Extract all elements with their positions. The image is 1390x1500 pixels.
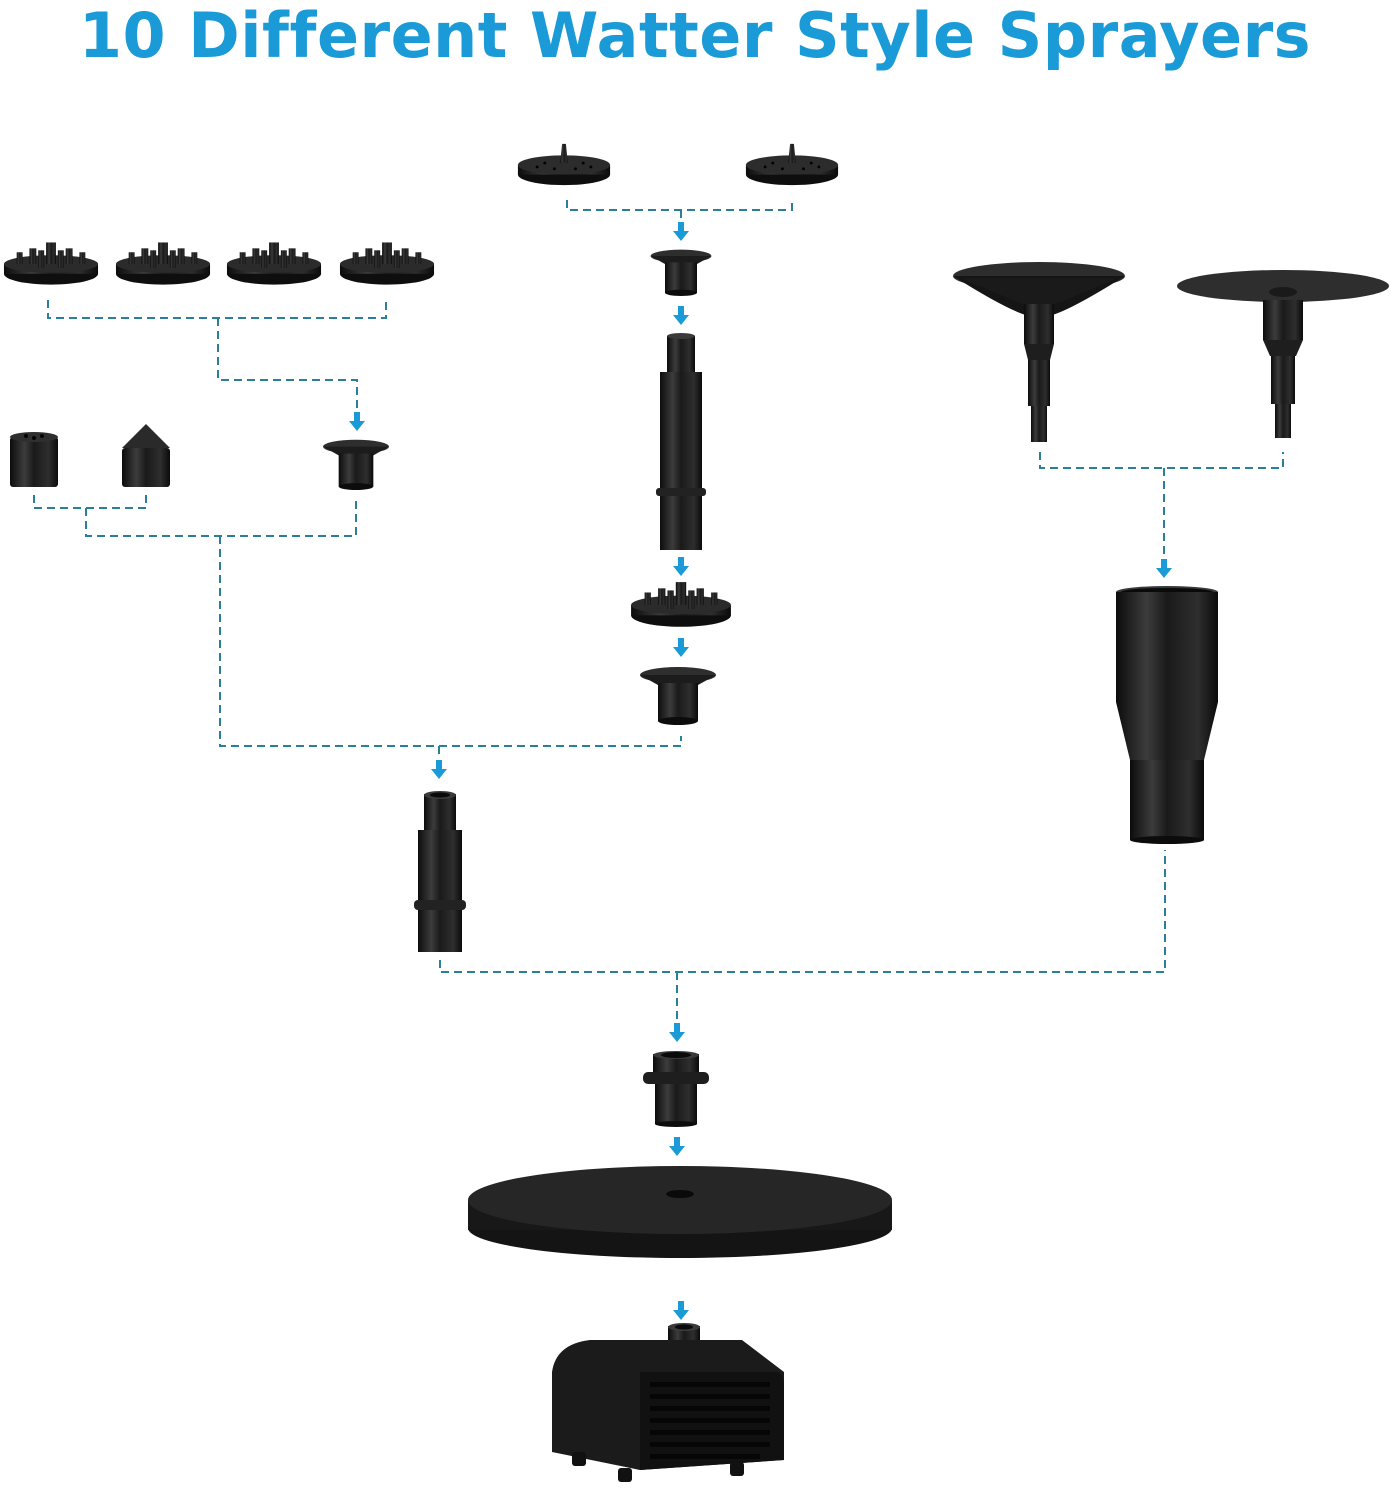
arrow-down-icon	[673, 1301, 689, 1320]
arrow-down-icon	[673, 557, 689, 576]
multi-jet-nozzle-group	[3, 242, 435, 285]
arrow-down-icon	[1156, 559, 1172, 578]
spike-nozzle-2	[745, 143, 839, 186]
connector-line	[566, 200, 793, 222]
flared-adapter-center-top	[650, 249, 712, 296]
wide-extension-tube	[1116, 586, 1218, 844]
arrow-down-icon	[431, 760, 447, 779]
spike-nozzle-1	[517, 143, 611, 186]
flat-bell-nozzle	[1177, 270, 1389, 438]
arrow-down-icon	[673, 638, 689, 657]
dish-bell-nozzle	[953, 262, 1125, 442]
connector-line	[1039, 452, 1284, 560]
flared-adapter-center-bottom	[640, 667, 716, 725]
arrow-down-icon	[349, 412, 365, 431]
multi-jet-nozzle-center	[631, 582, 731, 627]
connector-line	[219, 536, 682, 758]
arrow-down-icon	[669, 1137, 685, 1156]
cone-nozzle	[122, 424, 170, 487]
collar-adapter	[643, 1051, 709, 1127]
long-extension-tube	[656, 333, 706, 550]
page-title: 10 Different Watter Style Sprayers	[78, 0, 1312, 72]
connector-line	[33, 495, 357, 537]
arrow-down-icon	[673, 306, 689, 325]
short-extension-tube	[414, 791, 466, 952]
connector-line	[439, 850, 1166, 1022]
multi-jet-nozzle-2	[115, 242, 211, 285]
arrow-down-icon	[673, 222, 689, 241]
arrow-down-icon	[669, 1023, 685, 1042]
multi-jet-nozzle-4	[339, 242, 435, 285]
multi-jet-nozzle-3	[226, 242, 322, 285]
flared-adapter-left	[323, 439, 389, 490]
water-pump	[552, 1323, 784, 1482]
connector-line	[47, 300, 387, 412]
multi-jet-nozzle-1	[3, 242, 99, 285]
five-hole-nozzle	[10, 432, 58, 487]
foam-float-disc	[468, 1166, 892, 1258]
